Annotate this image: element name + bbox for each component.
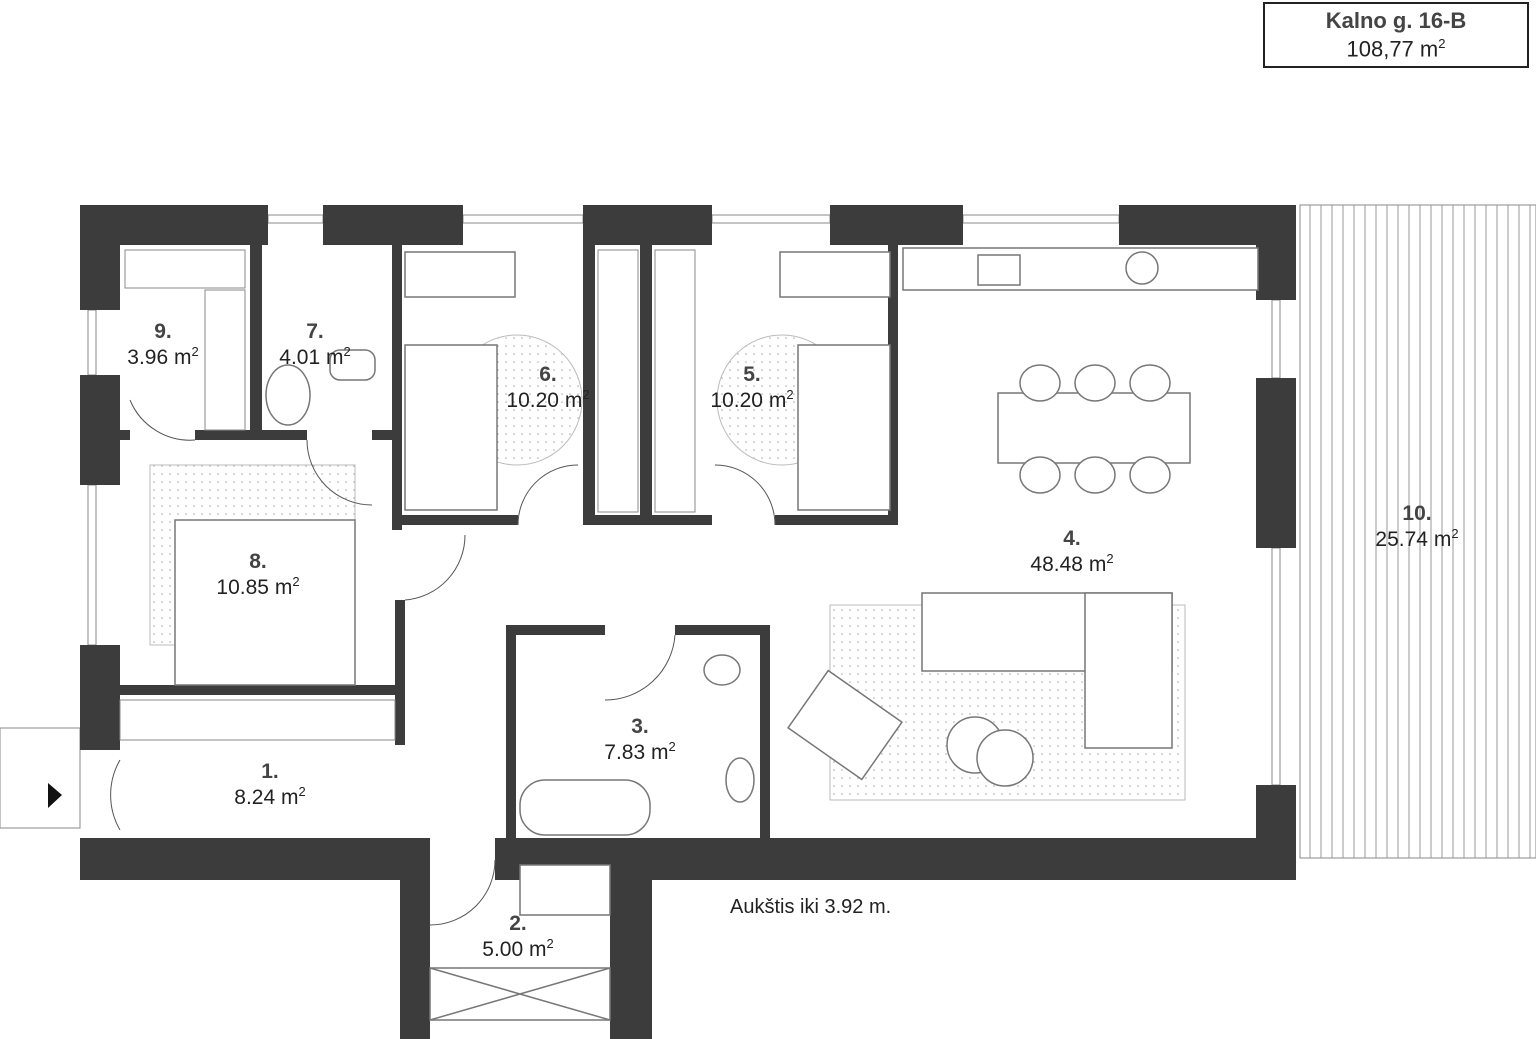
ceiling-height-note: Aukštis iki 3.92 m. (730, 896, 892, 918)
doors (110, 399, 776, 926)
address: Kalno g. 16-B (1325, 8, 1467, 33)
wardrobes (119, 249, 696, 741)
entrance-arrow-icon (48, 783, 62, 808)
room-9-label: 9.3.96 m2 (127, 320, 199, 369)
room-5-label: 5.10.20 m2 (710, 363, 794, 412)
total-area: 108,77 m2 (1346, 36, 1446, 62)
apartment-info-box: Kalno g. 16-B 108,77 m2 (1263, 2, 1529, 68)
room-3-label: 3.7.83 m2 (604, 715, 676, 764)
furniture (174, 247, 1259, 1021)
room-2-label: 2.5.00 m2 (482, 912, 554, 961)
room-10-label: 10.25.74 m2 (1375, 502, 1459, 551)
entry-step (0, 727, 81, 829)
room-4-label: 4.48.48 m2 (1030, 527, 1114, 576)
room-8-label: 8.10.85 m2 (216, 550, 300, 599)
room-7-label: 7.4.01 m2 (279, 320, 351, 369)
terrace (1299, 204, 1536, 859)
room-1-label: 1.8.24 m2 (234, 760, 306, 809)
walls (80, 205, 1296, 1039)
room-6-label: 6.10.20 m2 (506, 363, 590, 412)
